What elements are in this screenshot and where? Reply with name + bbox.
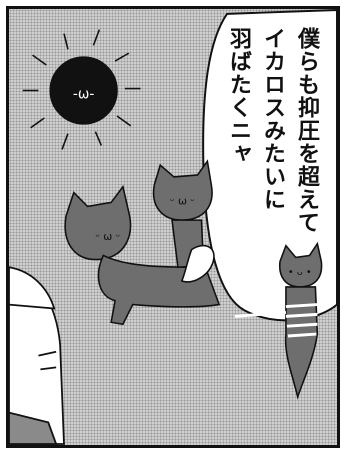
speech-text: 僕らも抑圧を超えて イカロスみたいに 羽ばたくニャ bbox=[221, 27, 323, 327]
speech-line-1: 僕らも抑圧を超えて bbox=[294, 27, 319, 234]
sun-icon bbox=[22, 29, 141, 150]
panel-artwork: -ω- ᵕ ω ᵕ ᵕ ω ᵕ • ᴗ • bbox=[9, 9, 337, 445]
cat-left-face: ᵕ ω ᵕ bbox=[95, 230, 120, 243]
wing-icon bbox=[180, 244, 215, 283]
cat-rider-face: ᵕ ω ᵕ bbox=[170, 194, 195, 207]
comic-panel: -ω- ᵕ ω ᵕ ᵕ ω ᵕ • ᴗ • bbox=[6, 6, 340, 448]
speech-line-3: 羽ばたくニャ bbox=[226, 27, 251, 165]
sun-face: -ω- bbox=[73, 86, 94, 102]
cat-tied-face: • ᴗ • bbox=[288, 267, 312, 278]
person bbox=[9, 266, 65, 445]
rope bbox=[234, 303, 318, 338]
speech-line-2: イカロスみたいに bbox=[260, 27, 285, 211]
